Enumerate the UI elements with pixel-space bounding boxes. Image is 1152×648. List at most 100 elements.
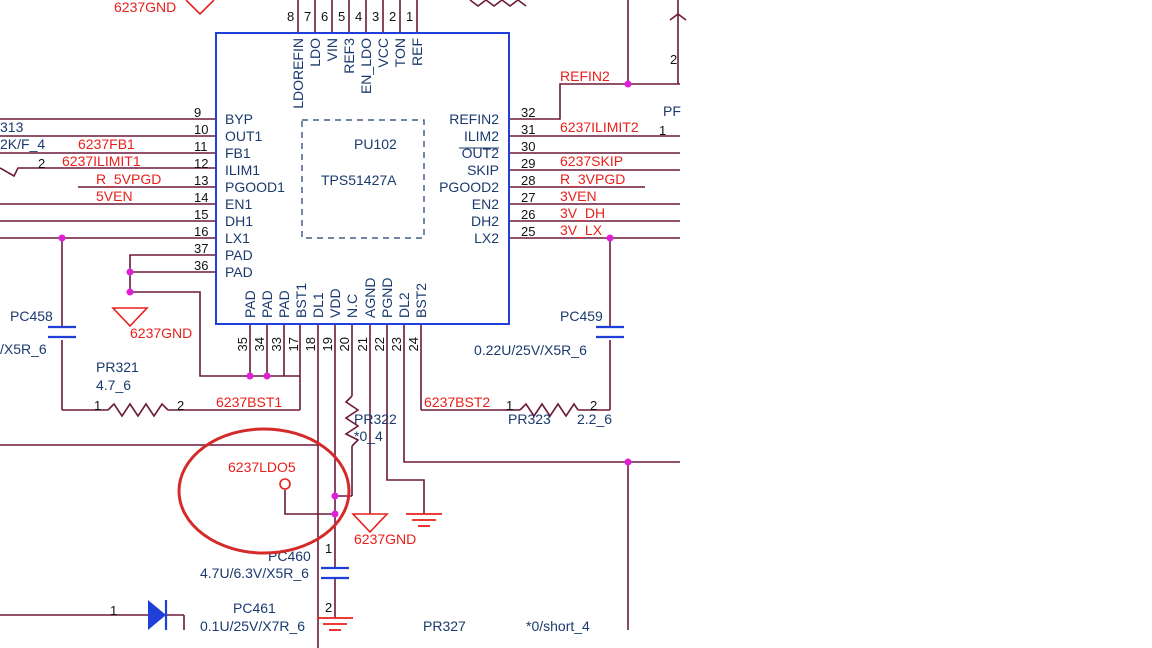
net-ilimit2: 6237ILIMIT2 xyxy=(560,119,639,135)
right-pin-2: 2 xyxy=(670,52,677,67)
net-bst1: 6237BST1 xyxy=(216,394,282,410)
pin-name: PGOOD2 xyxy=(439,179,499,195)
pin-name: N.C xyxy=(344,294,360,318)
pin-number: 29 xyxy=(521,156,535,171)
net-r5vpgd: R_5VPGD xyxy=(96,171,161,187)
pin-number: 28 xyxy=(521,173,535,188)
pin-name: DL2 xyxy=(396,292,412,318)
net-ldo5: 6237LDO5 xyxy=(228,459,296,475)
refin2-pin-number: 1 xyxy=(659,123,666,138)
capacitor-pc459: PC459 0.22U/25V/X5R_6 xyxy=(474,308,624,358)
pin-name: REF3 xyxy=(341,38,357,74)
ic-outline xyxy=(215,32,510,325)
pin-name: BST1 xyxy=(293,283,309,318)
pin-number: 10 xyxy=(194,122,208,137)
net-bst2: 6237BST2 xyxy=(424,394,490,410)
pr327-value: *0/short_4 xyxy=(526,618,590,634)
pin-number: 23 xyxy=(389,337,404,351)
resistor-pr327: PR327 *0/short_4 xyxy=(423,618,590,634)
resistor-pr321: PR321 4.7_6 1 2 xyxy=(94,359,184,418)
pin-name: DL1 xyxy=(310,292,326,318)
net-3ven: 3VEN xyxy=(560,188,597,204)
left-value-2k: 2K/F_4 xyxy=(0,136,45,152)
pr321-ref: PR321 xyxy=(96,359,139,375)
pin-name: LDOREFIN xyxy=(290,38,306,109)
ground-symbol-pgnd xyxy=(406,513,442,527)
pc461-value: 0.1U/25V/X7R_6 xyxy=(200,618,305,634)
pin-name: VIN xyxy=(324,38,340,61)
pin-name: REF xyxy=(409,38,425,66)
pin-name: EN2 xyxy=(472,196,499,212)
diode: 1 xyxy=(110,600,168,630)
ground-triangle-icon xyxy=(111,307,149,328)
pin-number: 37 xyxy=(194,241,208,256)
pin-number: 35 xyxy=(235,337,250,351)
pr323-value: 2.2_6 xyxy=(577,411,612,427)
pin-name: PAD xyxy=(225,247,253,263)
pin-name: VDD xyxy=(327,288,343,318)
pin-name: BYP xyxy=(225,111,253,127)
net-3v-lx: 3V_LX xyxy=(560,222,603,238)
capacitor-pc458: PC458 xyxy=(10,308,76,339)
ground-triangle-icon xyxy=(351,513,389,534)
pr323-pin2: 2 xyxy=(590,398,597,413)
pr323-ref: PR323 xyxy=(508,411,551,427)
test-point-icon xyxy=(279,478,291,490)
pin-number: 33 xyxy=(269,337,284,351)
pin-name: FB1 xyxy=(225,145,251,161)
pin-number: 17 xyxy=(286,337,301,351)
pin-number: 16 xyxy=(194,224,208,239)
pc460-pin2: 2 xyxy=(325,600,332,615)
pc461-ref: PC461 xyxy=(233,600,276,616)
capacitor-pc461: PC461 0.1U/25V/X7R_6 xyxy=(200,600,305,634)
pin-number: 24 xyxy=(406,337,421,351)
net-3v-dh: 3V_DH xyxy=(560,205,605,221)
pr321-pin2: 2 xyxy=(177,398,184,413)
bottom-pins: PAD35PAD34PAD33BST117DL118VDD19N.C20AGND… xyxy=(235,278,429,352)
pin-number: 11 xyxy=(194,139,208,154)
pin-name: LX1 xyxy=(225,230,250,246)
pc460-value: 4.7U/6.3V/X5R_6 xyxy=(200,565,309,581)
diode-icon xyxy=(148,600,166,630)
ic-part: TPS51427A xyxy=(321,172,397,188)
left-ref-313: 313 xyxy=(0,119,24,135)
resistor-pr323: PR323 2.2_6 1 2 xyxy=(505,398,612,427)
pin-name: ILIM2 xyxy=(464,128,499,144)
pc460-pin1: 1 xyxy=(325,541,332,556)
pin-number: 19 xyxy=(320,337,335,351)
pc458-ref: PC458 xyxy=(10,308,53,324)
pin-number: 30 xyxy=(521,139,535,154)
pin-number: 9 xyxy=(194,105,201,120)
pin-number: 18 xyxy=(303,337,318,351)
pin-name: DH2 xyxy=(471,213,499,229)
pin-number: 20 xyxy=(337,337,352,351)
net-fb1: 6237FB1 xyxy=(78,136,135,152)
pin-name: PGND xyxy=(379,278,395,318)
net-5ven: 5VEN xyxy=(96,188,133,204)
net-labels: 6237GND REFIN2 1 6237ILIMIT2 6237SKIP R_… xyxy=(62,0,666,547)
net-ilimit1: 6237ILIMIT1 xyxy=(62,153,141,169)
ic-inner-frame xyxy=(301,119,425,239)
pr321-pin1: 1 xyxy=(94,398,101,413)
pin-name: PAD xyxy=(259,290,275,318)
partial-edge-labels: 313 2K/F_4 2 /X5R_6 PF 2 xyxy=(0,52,681,357)
pr322-ref: PR322 xyxy=(354,411,397,427)
pin-name: TON xyxy=(392,38,408,67)
pin-number: 27 xyxy=(521,190,535,205)
pin-name: OUT2 xyxy=(462,145,500,161)
pin-number: 21 xyxy=(355,337,370,351)
pin-name: LDO xyxy=(307,38,323,67)
ground-symbol-left xyxy=(111,307,149,328)
pin-name: PAD xyxy=(225,264,253,280)
pin-name: DH1 xyxy=(225,213,253,229)
pin-number: 3 xyxy=(372,9,379,24)
pin-number: 32 xyxy=(521,105,535,120)
net-gnd-bottom: 6237GND xyxy=(354,531,416,547)
pin-number: 7 xyxy=(304,9,311,24)
pin-name: PGOOD1 xyxy=(225,179,285,195)
pr321-value: 4.7_6 xyxy=(96,377,131,393)
ground-symbol-agnd xyxy=(351,513,389,534)
